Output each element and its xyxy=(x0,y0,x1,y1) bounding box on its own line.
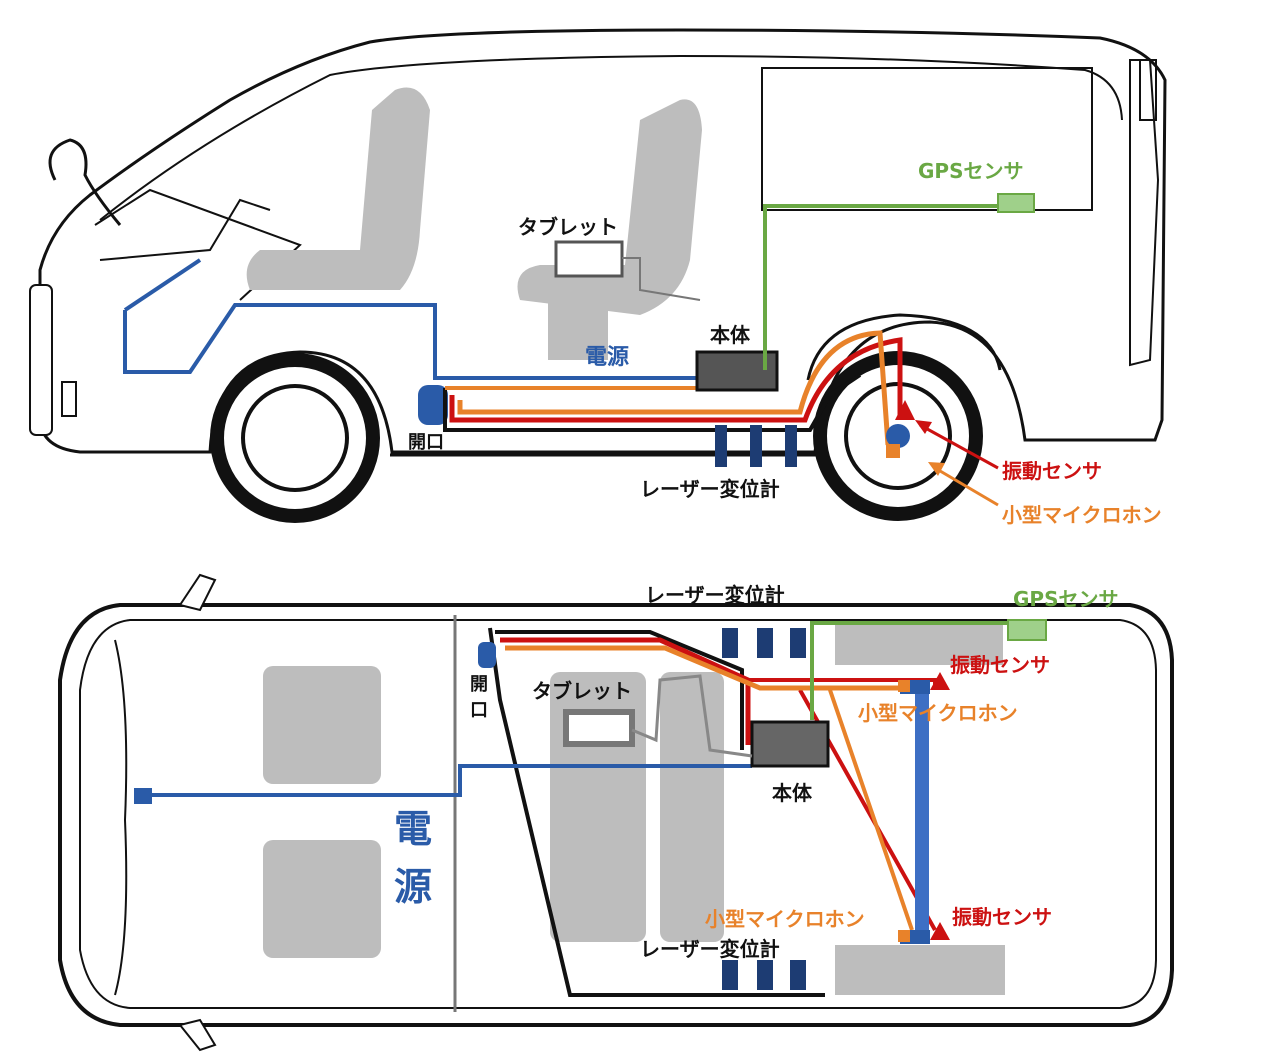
gps-sensor-top xyxy=(1007,619,1047,641)
front-light xyxy=(61,381,77,417)
laser-sensors-side xyxy=(715,425,797,467)
tablet-side xyxy=(554,240,624,278)
vibration-sensor-top xyxy=(930,672,950,690)
windshield-top xyxy=(114,639,128,996)
opening-label-top-2: 口 xyxy=(470,700,488,721)
opening-box xyxy=(418,385,448,425)
laser-displacement-label-bottom: レーザー変位計 xyxy=(640,937,780,961)
rear-axle xyxy=(915,686,929,936)
laser-displacement-label-side: レーザー変位計 xyxy=(640,477,780,501)
small-microphone-label-side: 小型マイクロホン xyxy=(1002,503,1162,527)
tablet-cable xyxy=(622,257,701,301)
microphone-arrowhead xyxy=(928,462,945,476)
vibration-sensor-label-bottom: 振動センサ xyxy=(952,905,1052,929)
microphone-cable-side xyxy=(457,330,891,446)
mirror-top xyxy=(178,573,217,612)
power-plug-top xyxy=(134,788,152,804)
cargo-block-top xyxy=(835,625,1003,665)
gps-sensor-label-top: GPSセンサ xyxy=(1013,587,1118,611)
microphone-top-marker xyxy=(898,680,910,692)
side-view: GPSセンサ タブレット 本体 電源 開口 振動センサ レーザー変位計 小型マイ… xyxy=(29,28,1167,527)
front-bumper xyxy=(29,284,53,436)
tablet-cable-top xyxy=(631,674,753,758)
rear-bench-2 xyxy=(660,672,724,942)
opening-label-top-1: 開 xyxy=(470,674,488,695)
main-unit-label-top: 本体 xyxy=(772,781,813,805)
small-microphone-label-bottom: 小型マイクロホン xyxy=(705,907,865,931)
microphone-side xyxy=(886,444,900,458)
main-unit-top xyxy=(750,720,830,768)
front-seat-right xyxy=(263,840,381,958)
roof-inner-line xyxy=(99,54,1123,221)
vibration-sensor-label-side: 振動センサ xyxy=(1002,459,1102,483)
microphone-cable-top xyxy=(505,645,905,691)
tablet-top xyxy=(563,709,635,747)
power-label-top-2: 源 xyxy=(394,865,432,909)
rear-light xyxy=(1139,59,1157,121)
cargo-block-bottom xyxy=(835,945,1005,995)
vibration-sensor-side xyxy=(895,400,915,420)
gps-sensor-label-side: GPSセンサ xyxy=(918,159,1023,183)
laser-sensors-top xyxy=(722,628,806,990)
laser-displacement-label-top: レーザー変位計 xyxy=(645,583,785,607)
rear-wheel-arch xyxy=(806,313,1002,381)
vibration-sensor-label-top: 振動センサ xyxy=(950,653,1050,677)
front-wheel-hub xyxy=(241,384,349,492)
gps-cable-side xyxy=(763,204,1002,370)
wheel-axle-sensor xyxy=(886,424,910,448)
van-top-inner xyxy=(79,619,1157,1009)
rear-compartment-panel xyxy=(761,67,1093,211)
power-cable xyxy=(123,303,700,380)
power-cable-top xyxy=(145,764,752,797)
main-unit-label-side: 本体 xyxy=(710,323,751,347)
vibration-arrow xyxy=(919,423,999,470)
tablet-label-top: タブレット xyxy=(532,679,632,703)
mirror-bottom xyxy=(178,1018,217,1052)
main-unit-side xyxy=(695,350,779,392)
vibration-sensor-bottom-marker xyxy=(930,922,950,940)
power-label-top-1: 電 xyxy=(394,807,432,851)
vibration-cable-top xyxy=(500,637,751,745)
rear-seat-post xyxy=(548,300,608,360)
front-seat xyxy=(246,87,430,290)
top-view: レーザー変位計 GPSセンサ 振動センサ 開 口 タブレット 小型マイクロホン … xyxy=(58,573,1174,1052)
gps-sensor-side xyxy=(997,193,1035,213)
microphone-bottom-marker xyxy=(898,930,910,942)
power-label-side: 電源 xyxy=(585,345,629,370)
small-microphone-label-top: 小型マイクロホン xyxy=(858,701,1018,725)
opening-label-side: 開口 xyxy=(408,432,444,453)
front-seat-left xyxy=(263,666,381,784)
gps-cable-top xyxy=(810,621,1012,720)
vibration-cable-side xyxy=(449,337,903,423)
rear-seat xyxy=(517,99,702,315)
opening-top xyxy=(478,642,496,668)
vibration-arrowhead xyxy=(915,420,932,434)
steering-wheel xyxy=(48,138,122,226)
power-cable-front xyxy=(123,258,202,312)
microphone-cable-bottom xyxy=(828,689,914,931)
harness-black-top xyxy=(495,630,744,750)
tablet-label-side: タブレット xyxy=(518,215,618,239)
microphone-arrow xyxy=(934,466,999,507)
dashboard xyxy=(99,198,271,261)
cable-bundle-black xyxy=(443,373,862,432)
